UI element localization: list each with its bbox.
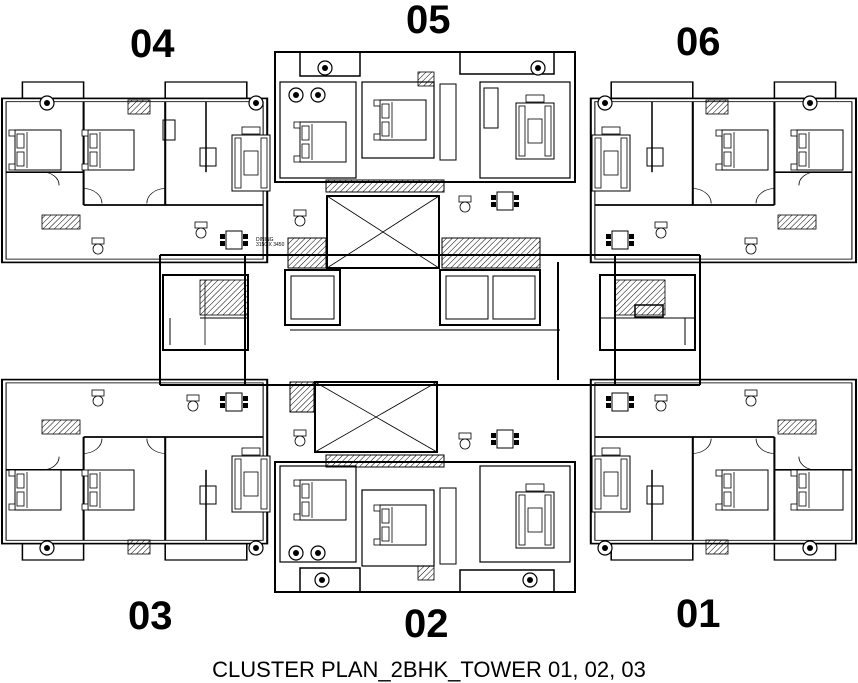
unit-label-01: 01 <box>676 592 721 636</box>
unit-label-04: 04 <box>130 22 175 66</box>
unit-02 <box>274 429 576 593</box>
unit-06 <box>589 80 858 264</box>
unit-03 <box>0 378 271 562</box>
staircase-right <box>599 274 696 351</box>
unit-label-06: 06 <box>676 20 721 64</box>
unit-01 <box>589 378 858 562</box>
dining-label-text: DINING <box>256 237 274 243</box>
plan-caption: CLUSTER PLAN_2BHK_TOWER 01, 02, 03 <box>212 657 646 682</box>
wing-connectors <box>159 254 701 386</box>
unit-label-03: 03 <box>128 594 173 638</box>
unit-04 <box>0 80 271 264</box>
unit-05 <box>274 51 576 227</box>
unit-label-02: 02 <box>404 602 449 646</box>
dining-room-label: DINING 3150 X 3450 <box>256 238 284 248</box>
unit-label-05: 05 <box>406 0 451 42</box>
central-core <box>244 179 616 468</box>
dining-size-text: 3150 X 3450 <box>256 242 285 248</box>
staircase-left <box>162 274 249 351</box>
